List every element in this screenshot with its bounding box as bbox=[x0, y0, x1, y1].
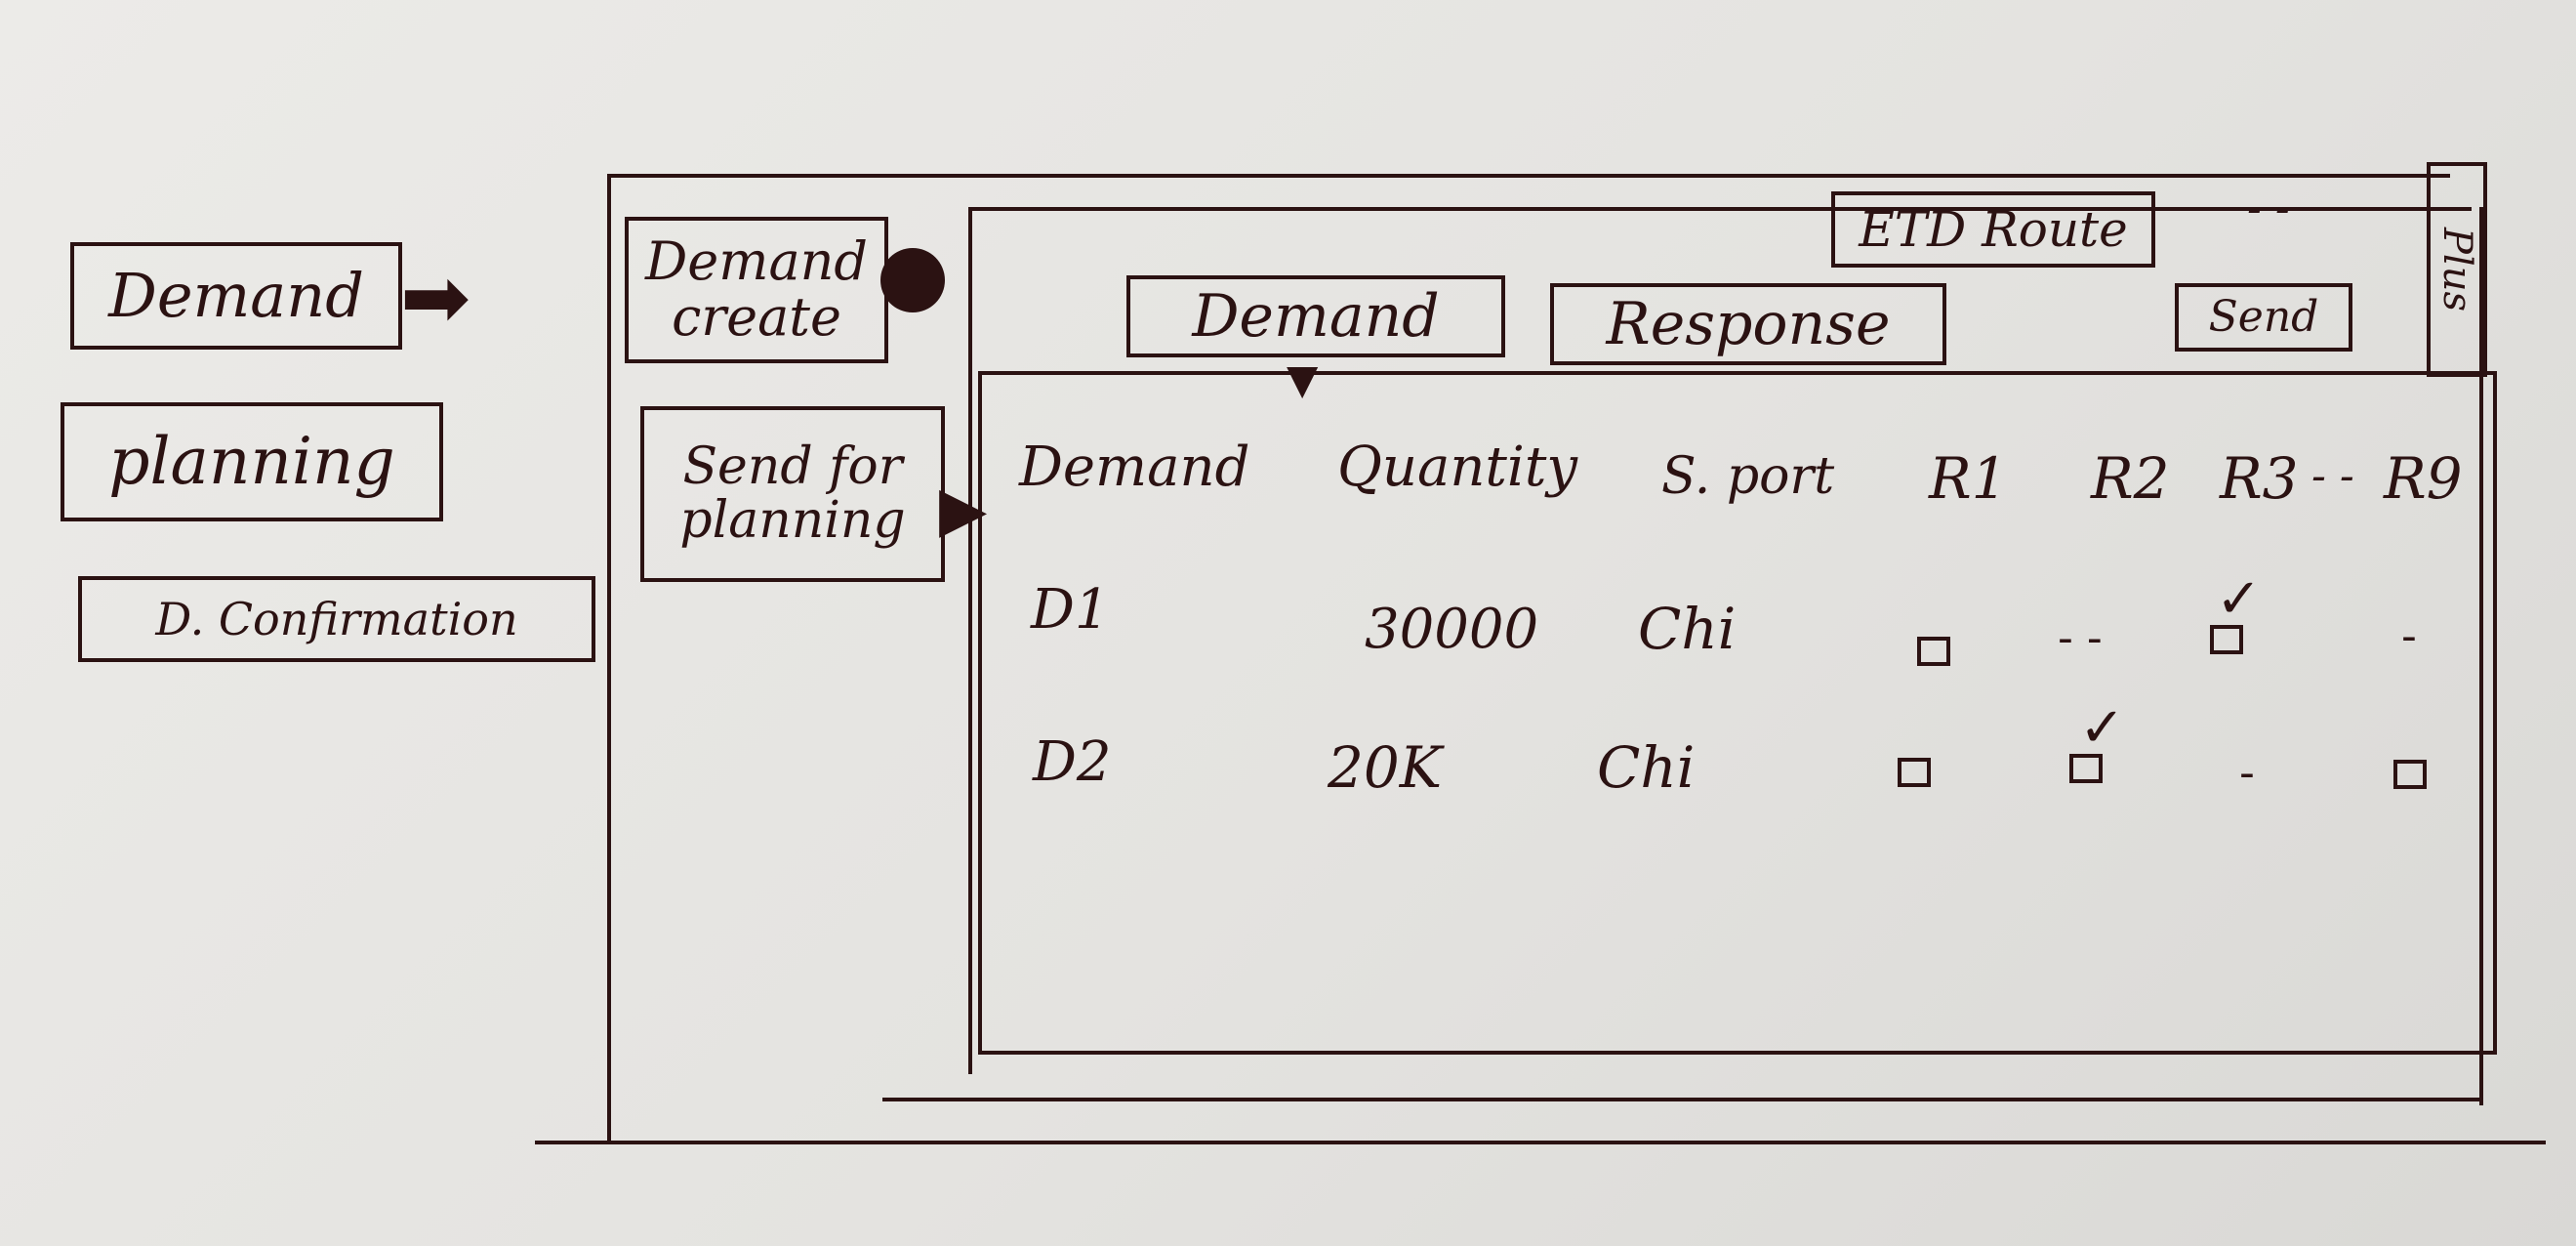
checkbox-r2[interactable] bbox=[2069, 754, 2103, 783]
sidebar-item-demand[interactable]: Demand bbox=[70, 242, 402, 350]
row-r3-placeholder: - bbox=[2239, 748, 2255, 798]
row-quantity: 20K bbox=[1328, 734, 1443, 801]
checkbox-r1[interactable] bbox=[1898, 758, 1931, 787]
tab-demand-label: Demand bbox=[1192, 281, 1440, 351]
row-r2-placeholder: - - bbox=[2058, 613, 2103, 663]
demand-create-label: Demand create bbox=[645, 230, 868, 348]
row-demand: D2 bbox=[1033, 730, 1112, 794]
content-panel-top bbox=[968, 207, 2472, 211]
outer-frame-left bbox=[607, 174, 611, 1144]
tab-demand[interactable]: Demand bbox=[1126, 275, 1505, 357]
row-port: Chi bbox=[1638, 596, 1737, 662]
column-header-r3: R3 bbox=[2220, 445, 2299, 512]
content-panel-bottom bbox=[882, 1098, 2483, 1101]
row-demand: D1 bbox=[1031, 578, 1110, 642]
header-ellipsis: - - bbox=[2247, 184, 2290, 233]
sidebar-item-d-confirmation[interactable]: D. Confirmation bbox=[78, 576, 595, 662]
checkbox-r9[interactable] bbox=[2393, 760, 2427, 789]
etd-route-text: ETD Route bbox=[1859, 200, 2128, 258]
sidebar-item-label: D. Confirmation bbox=[155, 592, 518, 645]
send-for-planning-button[interactable]: Send for planning bbox=[640, 406, 945, 582]
demand-table bbox=[978, 371, 2497, 1055]
demand-create-button[interactable]: Demand create bbox=[625, 217, 888, 363]
checkmark-icon: ✓ bbox=[2216, 567, 2262, 631]
send-for-planning-label: Send for planning bbox=[679, 437, 906, 550]
content-panel-left bbox=[968, 207, 972, 1074]
checkbox-r3[interactable] bbox=[2210, 625, 2243, 654]
row-quantity: 30000 bbox=[1365, 598, 1539, 661]
outer-frame-bottom bbox=[535, 1141, 2546, 1144]
sidebar-item-label: Demand bbox=[108, 260, 364, 332]
arrow-down-icon: ▼ bbox=[1287, 355, 1319, 403]
sidebar-item-label: planning bbox=[108, 424, 395, 500]
plus-button[interactable]: Plus bbox=[2427, 162, 2487, 377]
tab-response-label: Response bbox=[1606, 289, 1891, 358]
column-header-r1: R1 bbox=[1929, 445, 2008, 512]
row-port: Chi bbox=[1597, 734, 1696, 801]
outer-frame-top bbox=[607, 174, 2450, 178]
tab-response[interactable]: Response bbox=[1550, 283, 1946, 365]
column-header-ellipsis: - - bbox=[2311, 451, 2354, 501]
arrow-right-icon: ➡ bbox=[400, 249, 471, 347]
content-panel-right bbox=[2479, 207, 2483, 1105]
etd-route-label: ETD Route bbox=[1831, 191, 2155, 268]
column-header-demand: Demand bbox=[1019, 436, 1250, 499]
send-button[interactable]: Send bbox=[2175, 283, 2352, 352]
send-label: Send bbox=[2208, 291, 2319, 342]
plus-label: Plus bbox=[2434, 228, 2479, 312]
column-header-r9: R9 bbox=[2384, 445, 2463, 512]
column-header-quantity: Quantity bbox=[1337, 436, 1577, 499]
column-header-s-port: S. port bbox=[1661, 447, 1835, 506]
selected-dot-icon bbox=[880, 248, 945, 312]
checkmark-icon: ✓ bbox=[2079, 696, 2125, 760]
checkbox-r1[interactable] bbox=[1917, 637, 1950, 666]
column-header-r2: R2 bbox=[2091, 445, 2170, 512]
row-r9-placeholder: - bbox=[2401, 611, 2417, 661]
sidebar-item-planning[interactable]: planning bbox=[61, 402, 443, 521]
